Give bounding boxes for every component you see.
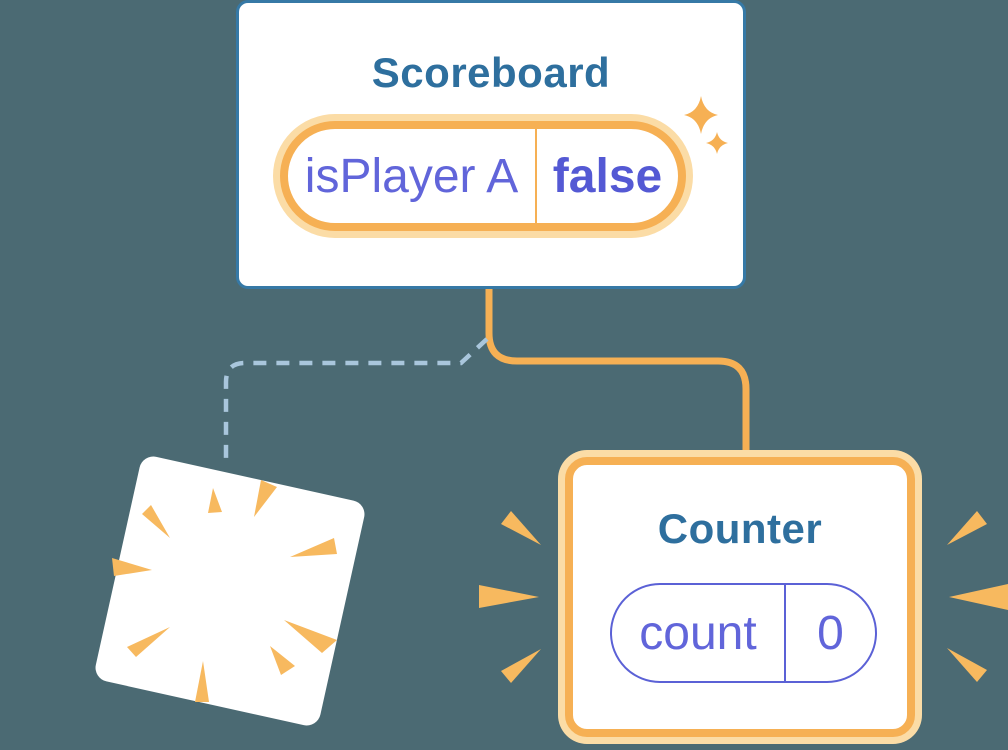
scoreboard-title: Scoreboard: [371, 49, 611, 96]
scoreboard-state-pill: isPlayer A false: [280, 121, 686, 231]
pill-divider: [784, 585, 786, 681]
counter-component-card: Counter count 0: [565, 457, 915, 737]
scoreboard-component-card: Scoreboard isPlayer A false: [236, 0, 746, 289]
pill-divider: [535, 129, 537, 223]
poof-burst-icon: [112, 480, 337, 702]
state-key-label: isPlayer A: [304, 149, 519, 203]
state-value-label: false: [552, 149, 663, 203]
dashed-connector-line: [223, 337, 489, 462]
counter-title: Counter: [657, 505, 823, 552]
solid-connector-line: [485, 289, 750, 458]
state-value-label: 0: [817, 606, 844, 660]
state-key-label: count: [639, 606, 757, 660]
sparkle-icon: [684, 96, 728, 154]
counter-state-pill: count 0: [610, 583, 877, 683]
